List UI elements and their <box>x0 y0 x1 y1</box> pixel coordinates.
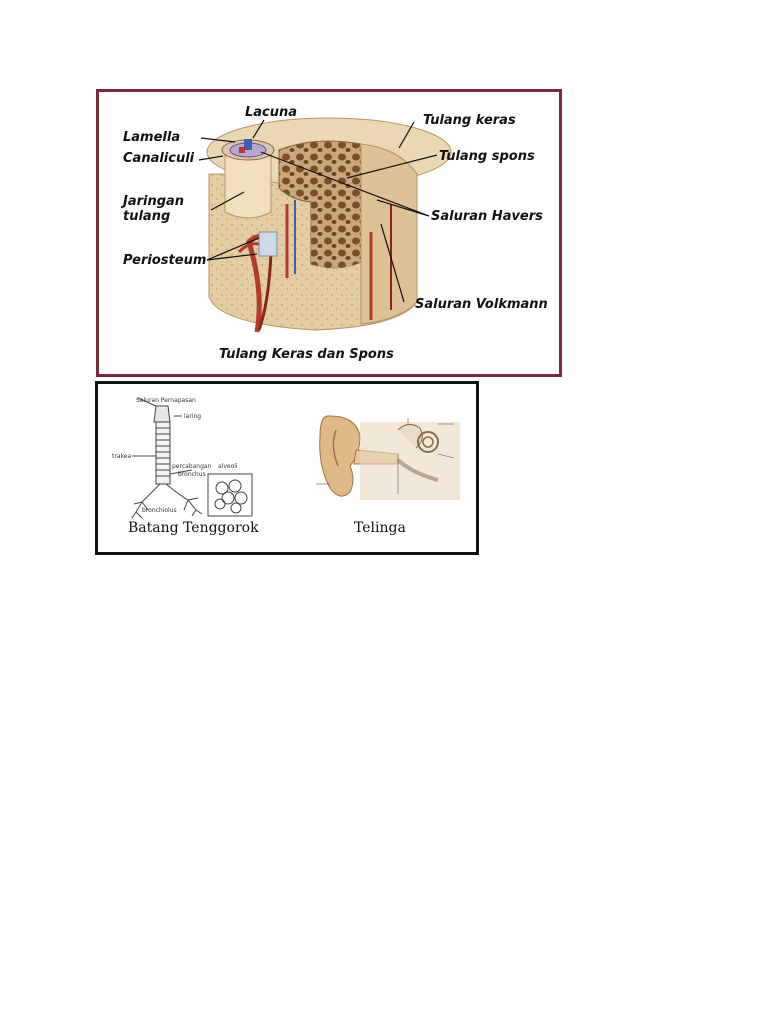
label-tulang-keras: Tulang keras <box>423 113 516 128</box>
respiratory-tract-drawing <box>131 397 253 519</box>
label-jaringan-2: tulang <box>123 209 170 224</box>
label-jaringan-1: Jaringan <box>120 194 184 209</box>
bone-caption: Tulang Keras dan Spons <box>219 347 394 362</box>
label-periosteum: Periosteum <box>123 253 206 268</box>
organ-diagram-panel: Saluran Pernapasan laring trakea percaba… <box>95 381 479 555</box>
ear-drawing <box>316 415 460 500</box>
bone-diagram: Lacuna Lamella Canaliculi Jaringan tulan… <box>120 105 548 362</box>
respiratory-caption: Batang Tenggorok <box>128 520 259 536</box>
leader-lines <box>198 119 438 303</box>
label-percabangan: percabangan <box>172 463 212 470</box>
label-alveoli: alveoli <box>218 463 238 470</box>
label-bronchiolus: bronchiolus <box>142 507 177 514</box>
bone-diagram-panel: Lacuna Lamella Canaliculi Jaringan tulan… <box>96 89 562 377</box>
label-lamella: Lamella <box>123 130 180 145</box>
label-laring: laring <box>184 413 201 420</box>
organ-diagrams: Saluran Pernapasan laring trakea percaba… <box>112 397 460 536</box>
ear-caption: Telinga <box>354 520 406 536</box>
label-lacuna: Lacuna <box>245 105 297 120</box>
bone-cylinder <box>206 117 452 333</box>
label-bronchus: bronchus <box>178 471 206 478</box>
label-saluran-pernapasan: Saluran Pernapasan <box>136 397 196 404</box>
label-canaliculi: Canaliculi <box>123 151 195 166</box>
label-trakea: trakea <box>112 453 131 460</box>
label-saluran-havers: Saluran Havers <box>431 209 543 224</box>
label-saluran-volkmann: Saluran Volkmann <box>415 297 548 312</box>
label-tulang-spons: Tulang spons <box>439 149 535 164</box>
